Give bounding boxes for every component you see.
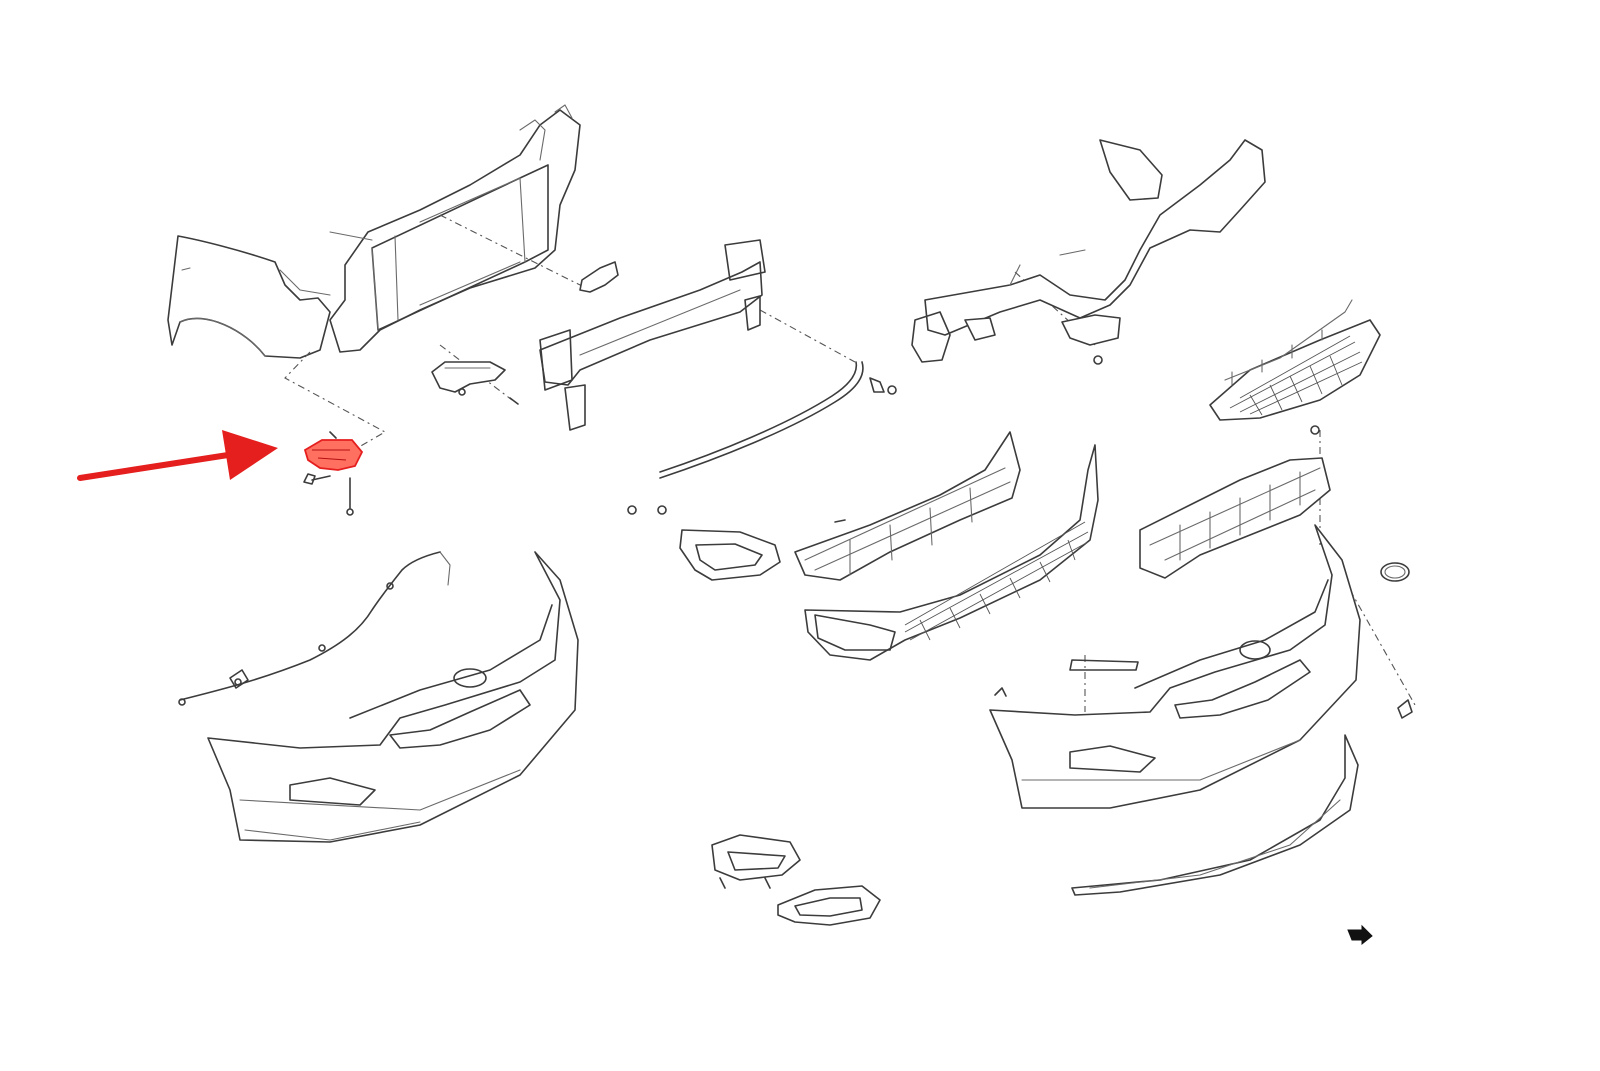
mounting-clip <box>579 261 619 293</box>
emblem <box>1380 562 1410 582</box>
front-fender <box>167 235 331 359</box>
radiator-support-carrier <box>279 104 581 353</box>
fog-lamp <box>711 834 801 889</box>
radiator-grille <box>1209 299 1381 421</box>
bumper-reinforcement-beam <box>539 239 766 431</box>
parking-sensor-wiring-harness <box>178 551 451 706</box>
upper-seal-strip <box>659 361 897 479</box>
fog-lamp-bezel-upper <box>627 505 781 581</box>
bumper-mounting-bracket <box>431 361 519 405</box>
fog-lamp-bezel-lower <box>777 885 881 926</box>
direction-arrow-icon <box>1347 924 1373 946</box>
front-bumper-side-bracket-left <box>303 431 364 516</box>
lower-grille <box>804 444 1099 661</box>
lower-lip-spoiler <box>1071 734 1359 896</box>
red-arrow-pointer <box>77 430 278 481</box>
energy-absorber <box>794 431 1021 581</box>
cross-member-beam <box>911 139 1266 365</box>
upper-grille-bracket <box>1139 425 1331 579</box>
front-bumper-cover <box>207 551 579 843</box>
front-bumper-cover-right <box>989 524 1413 809</box>
